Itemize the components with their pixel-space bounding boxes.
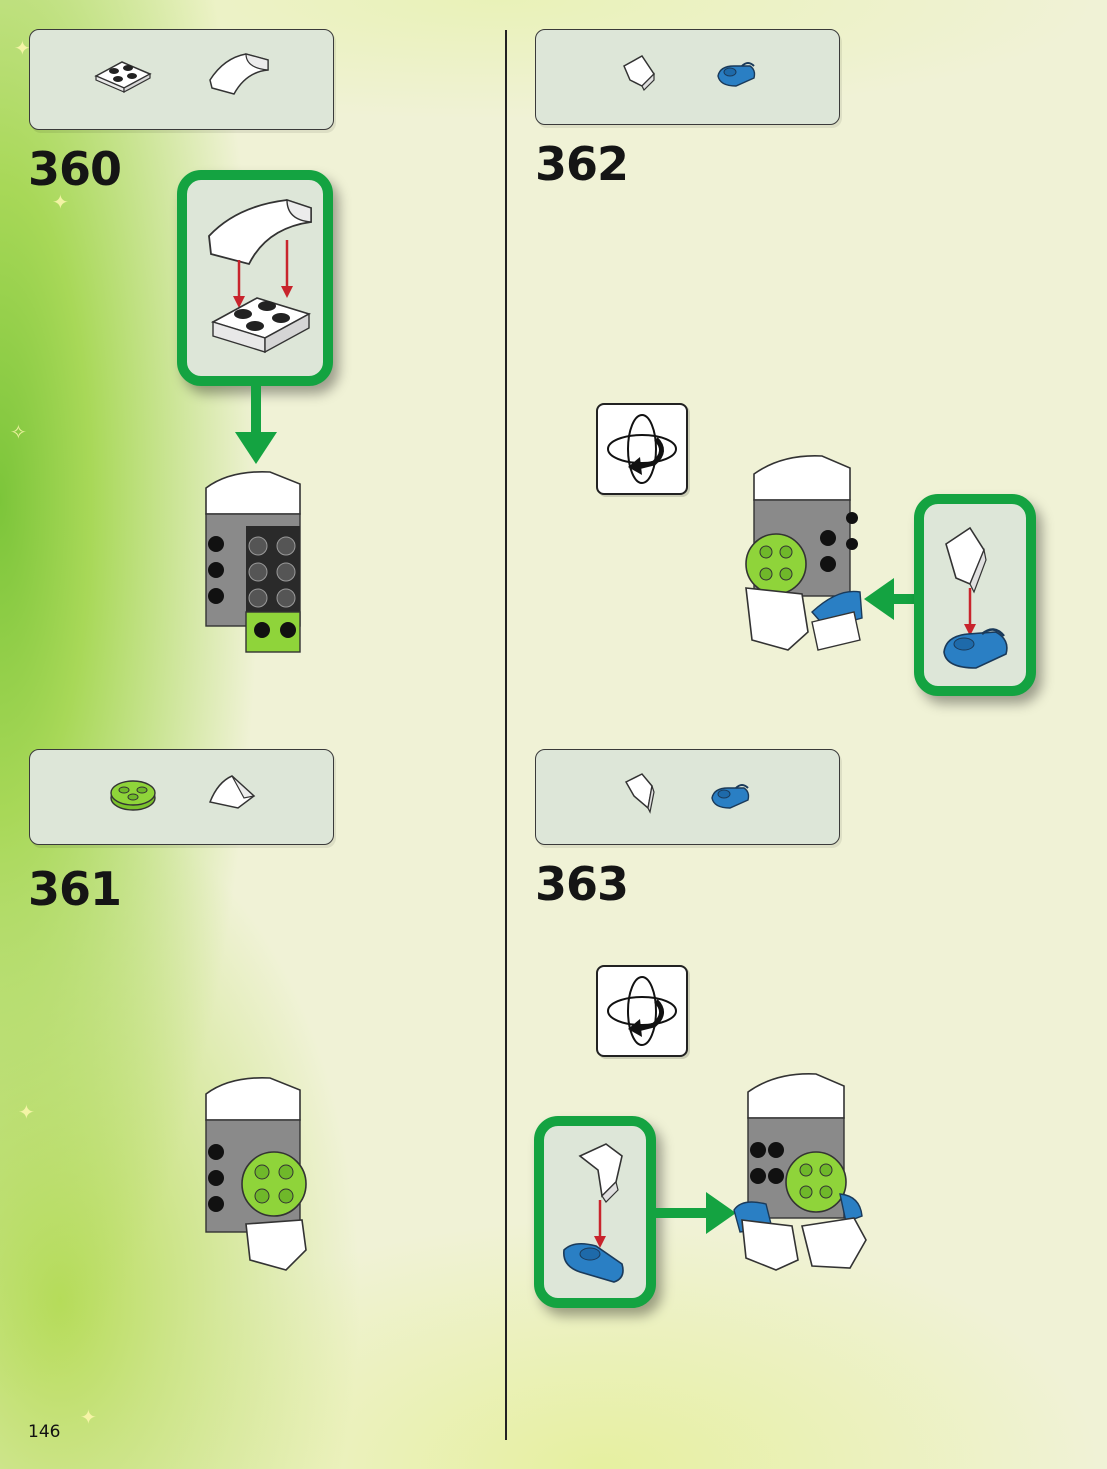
parts-list-361 — [29, 749, 334, 845]
assembly-arrow-left-icon — [862, 576, 920, 622]
assembly-arrow-right-icon — [654, 1190, 738, 1236]
model-illustration-360 — [190, 466, 312, 656]
blue-clip-plate-icon — [714, 56, 758, 90]
white-wedge-icon — [620, 770, 660, 814]
parts-list-360 — [29, 29, 334, 130]
decorative-star-icon: ✧ — [10, 420, 27, 444]
page-number: 146 — [28, 1422, 60, 1442]
blue-clip-plate-icon — [708, 778, 752, 812]
model-illustration-361 — [190, 1072, 312, 1272]
model-illustration-363 — [732, 1070, 872, 1274]
white-curved-slope-icon — [206, 50, 272, 98]
white-wedge-icon — [620, 52, 660, 92]
sub-assembly-illustration — [924, 504, 1026, 686]
white-slope-wedge-icon — [206, 772, 258, 812]
step-number-361: 361 — [28, 862, 121, 916]
parts-list-362 — [535, 29, 840, 125]
sub-assembly-illustration — [187, 180, 323, 376]
parts-list-363 — [535, 749, 840, 845]
lime-round-plate-icon — [108, 774, 158, 814]
decorative-star-icon: ✦ — [18, 1100, 35, 1124]
rotate-model-icon — [596, 965, 688, 1057]
column-divider — [505, 30, 507, 1440]
step-number-363: 363 — [535, 857, 628, 911]
sub-assembly-callout-360 — [177, 170, 333, 386]
step-number-362: 362 — [535, 137, 628, 191]
decorative-star-icon: ✦ — [80, 1405, 97, 1429]
model-illustration-362 — [742, 452, 872, 656]
white-plate-2x2-icon — [92, 58, 154, 94]
step-number-360: 360 — [28, 142, 121, 196]
assembly-arrow-down-icon — [233, 380, 279, 466]
sub-assembly-callout-362 — [914, 494, 1036, 696]
rotate-model-icon — [596, 403, 688, 495]
sub-assembly-callout-363 — [534, 1116, 656, 1308]
sub-assembly-illustration — [544, 1126, 646, 1298]
